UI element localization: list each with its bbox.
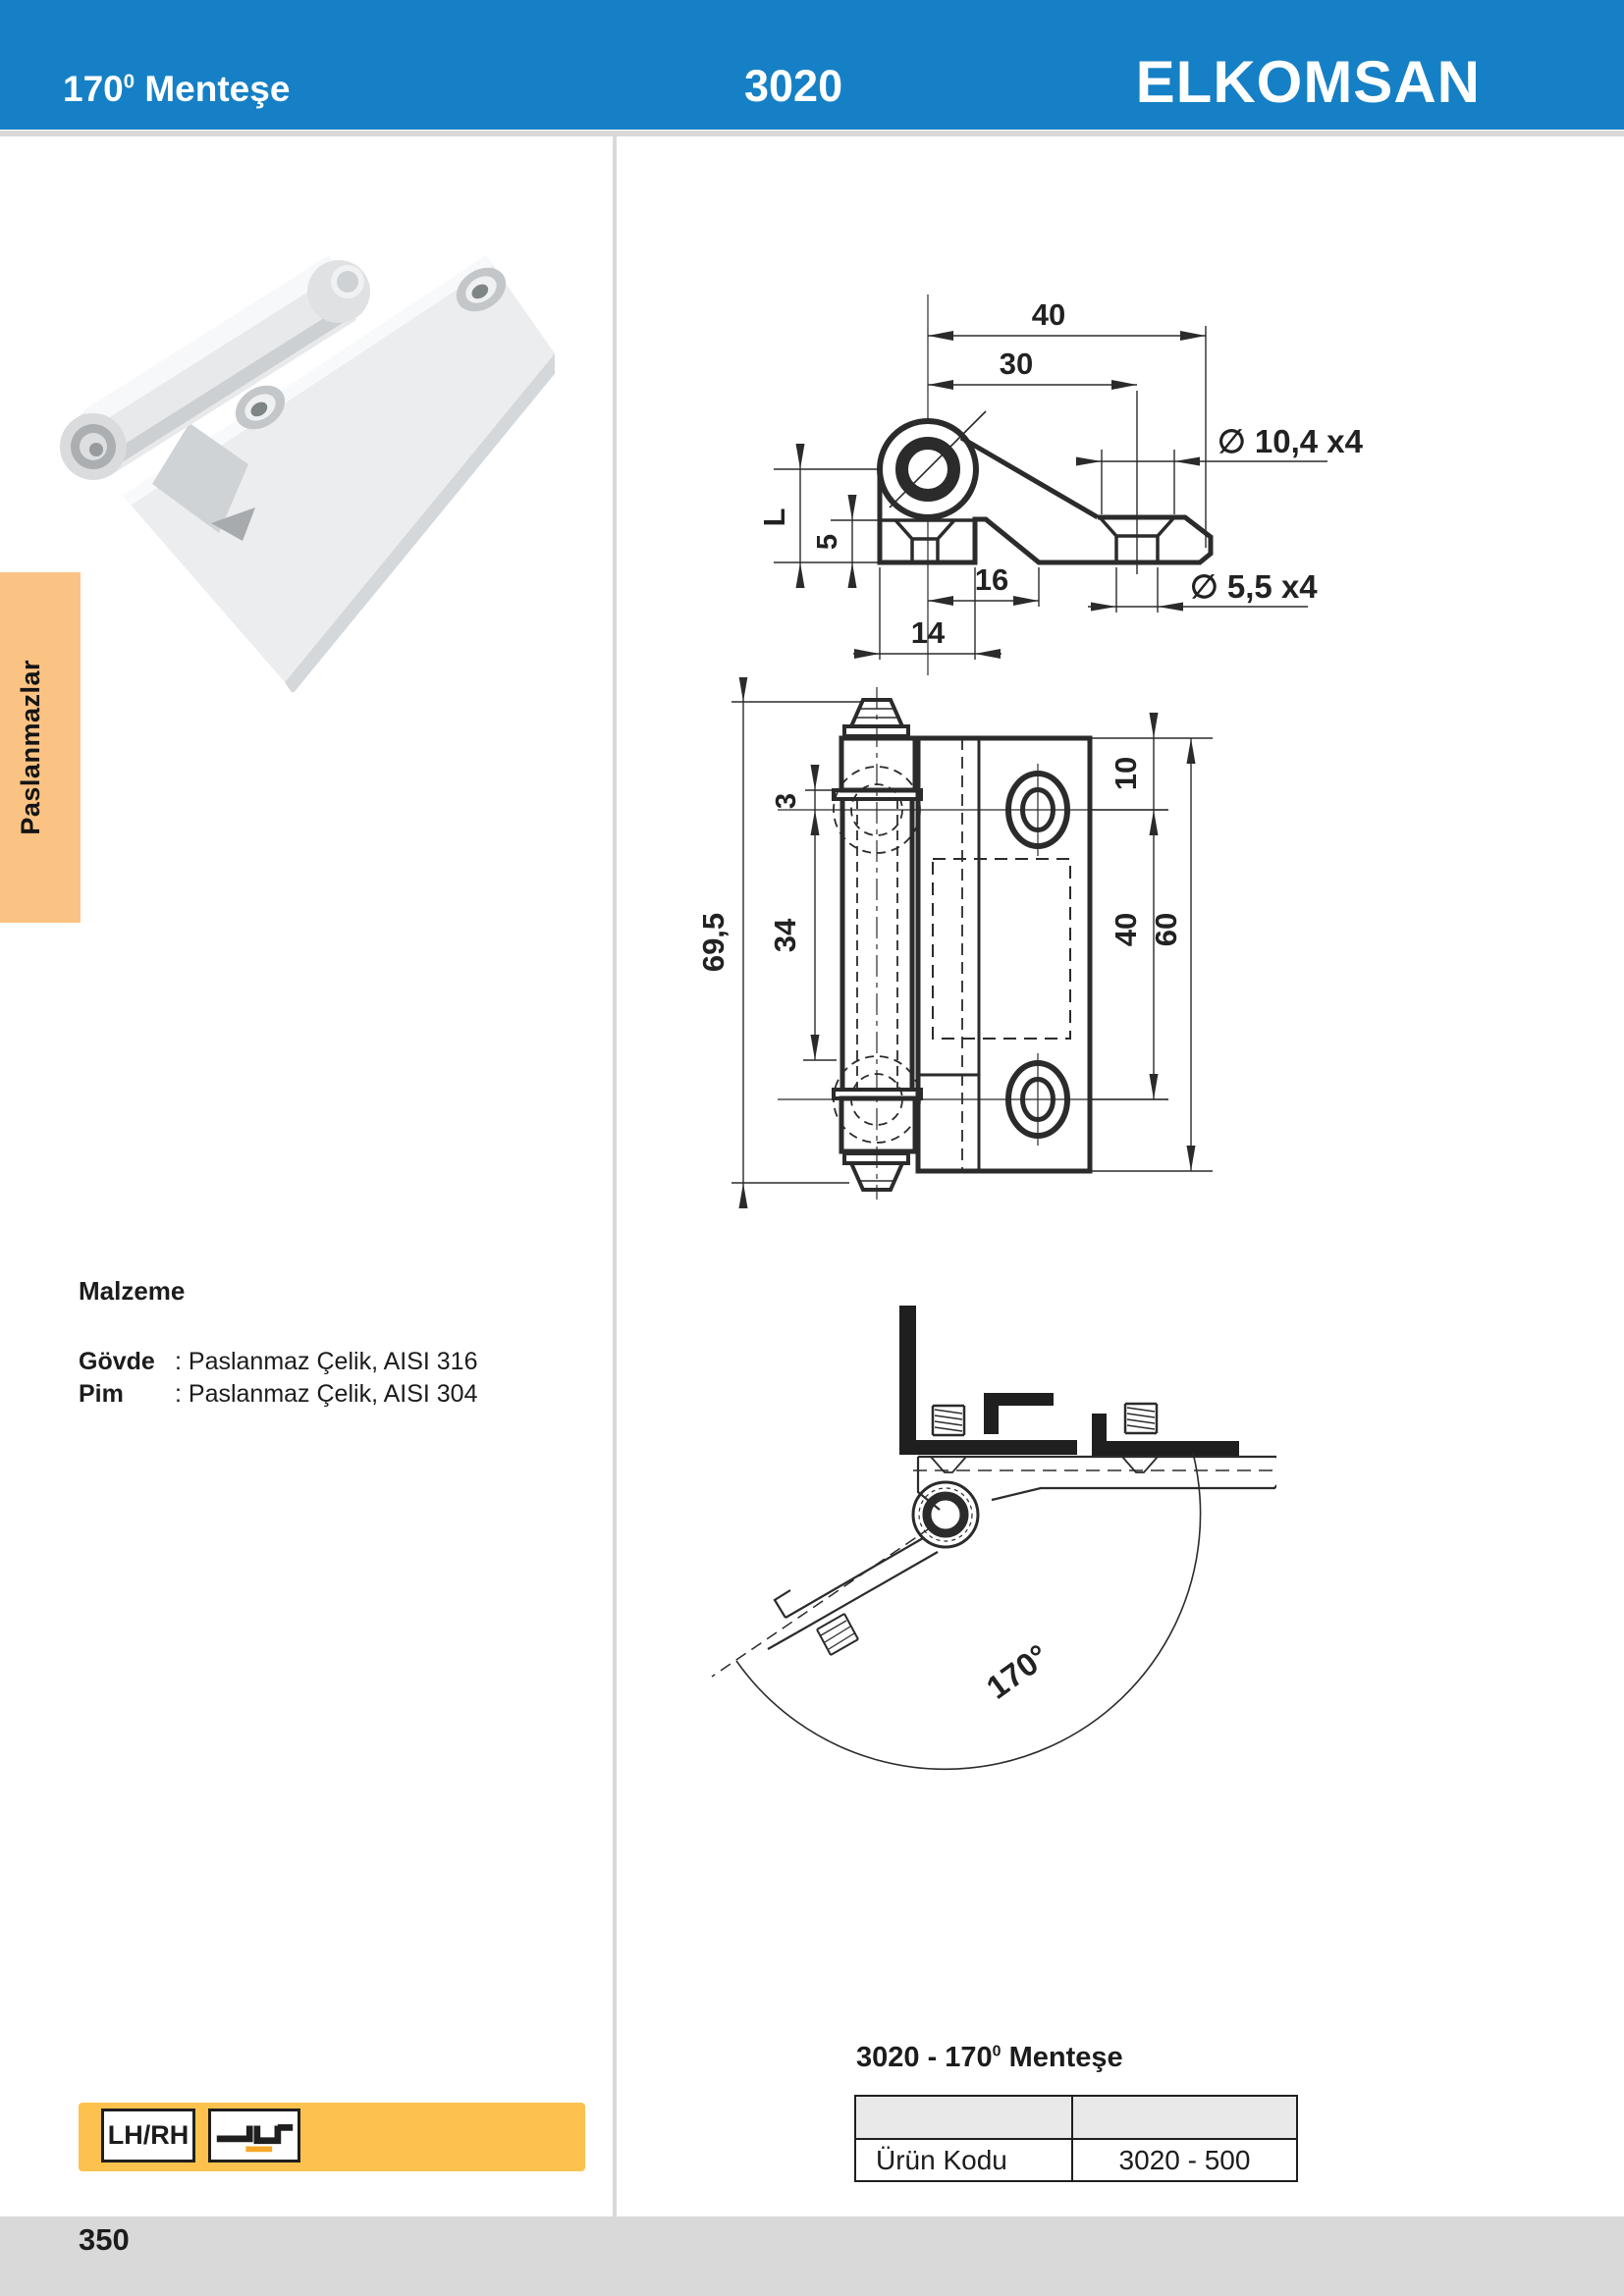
dim-label-34: 34	[768, 918, 802, 952]
dim-label-L: L	[757, 508, 791, 527]
hinge-knuckle-wedge	[152, 423, 255, 541]
dimension-arrows	[738, 677, 1196, 1208]
material-row: Gövde : Paslanmaz Çelik, AISI 316	[79, 1346, 477, 1378]
opening-arc	[735, 1452, 1202, 1771]
material-value: : Paslanmaz Çelik, AISI 316	[175, 1348, 478, 1375]
dimension-arrows	[795, 331, 1206, 659]
screw-hole	[456, 267, 507, 312]
caption-sup: 0	[992, 2043, 1001, 2060]
dim-label-40: 40	[1109, 913, 1143, 946]
material-row: Pim : Paslanmaz Çelik, AISI 304	[79, 1378, 477, 1411]
page-title: 1700 Menteşe	[63, 69, 290, 110]
page-header: 1700 Menteşe 3020 ELKOMSAN	[0, 0, 1624, 130]
hinge-barrel	[60, 255, 370, 480]
screw-hole	[235, 385, 286, 430]
product-code-header: 3020	[744, 61, 843, 111]
dimension-lines	[774, 326, 1327, 660]
product-code-value: 3020 - 500	[1071, 2138, 1298, 2182]
column-divider	[613, 136, 617, 2216]
dim-label-60: 60	[1149, 913, 1183, 946]
dim-label-69-5: 69,5	[696, 913, 731, 972]
table-header-cell	[1071, 2095, 1298, 2140]
dim-label-14: 14	[911, 615, 946, 650]
table-header-row	[854, 2095, 1298, 2140]
lhrh-box: LH/RH	[101, 2109, 195, 2163]
dim-label-hole-bottom: ∅ 5,5 x4	[1190, 568, 1318, 605]
product-photo	[60, 255, 555, 692]
panel-sections	[899, 1306, 1239, 1456]
opening-angle-drawing: 170°	[711, 1306, 1276, 1771]
mounting-profile-glyph	[216, 2123, 294, 2152]
product-code-label: Ürün Kodu	[854, 2138, 1073, 2182]
dim-label-5: 5	[812, 534, 843, 550]
table-row: Ürün Kodu 3020 - 500	[854, 2138, 1298, 2182]
hinge-orientation-icon	[208, 2109, 300, 2163]
caption-text: Menteşe	[1001, 2042, 1123, 2073]
dim-label-30: 30	[1000, 347, 1033, 381]
page-footer: 350	[0, 2216, 1624, 2296]
page-title-sup: 0	[123, 71, 135, 93]
profile-drawing: 40 30 ∅ 10,4 x4 L 5 16 14 ∅ 5,5 x4	[757, 294, 1364, 675]
hinge-plate	[123, 255, 555, 692]
dim-label-hole-top: ∅ 10,4 x4	[1218, 423, 1364, 459]
materials-heading: Malzeme	[79, 1276, 186, 1306]
page-number: 350	[79, 2222, 130, 2257]
material-label: Gövde	[79, 1348, 155, 1375]
product-caption: 3020 - 1700 Menteşe	[856, 2042, 1123, 2074]
brand-logo: ELKOMSAN	[1135, 49, 1481, 115]
dim-label-10: 10	[1109, 757, 1143, 790]
material-label: Pim	[79, 1380, 124, 1408]
angle-label: 170°	[980, 1637, 1056, 1706]
dim-label-40: 40	[1032, 297, 1065, 332]
header-rule	[0, 131, 1624, 136]
product-table: Ürün Kodu 3020 - 500	[854, 2095, 1298, 2182]
materials-block: Malzeme Gövde : Paslanmaz Çelik, AISI 31…	[79, 1276, 477, 1411]
dim-label-3: 3	[771, 793, 802, 809]
caption-code: 3020 - 170	[856, 2042, 993, 2073]
table-header-cell	[854, 2095, 1073, 2140]
front-drawing: 69,5 3 34 10 40 60	[696, 677, 1213, 1208]
page-title-text: Menteşe	[135, 69, 291, 109]
page-title-number: 170	[63, 69, 124, 109]
dim-label-16: 16	[975, 562, 1008, 597]
profile-outline	[774, 294, 1327, 675]
hinge-section	[711, 1402, 1276, 1771]
sidebar-tab-paslanmazlar[interactable]: Paslanmazlar	[0, 572, 81, 923]
lhrh-label: LH/RH	[107, 2120, 189, 2150]
orientation-badge: LH/RH	[79, 2103, 585, 2171]
material-value: : Paslanmaz Çelik, AISI 304	[175, 1380, 478, 1408]
